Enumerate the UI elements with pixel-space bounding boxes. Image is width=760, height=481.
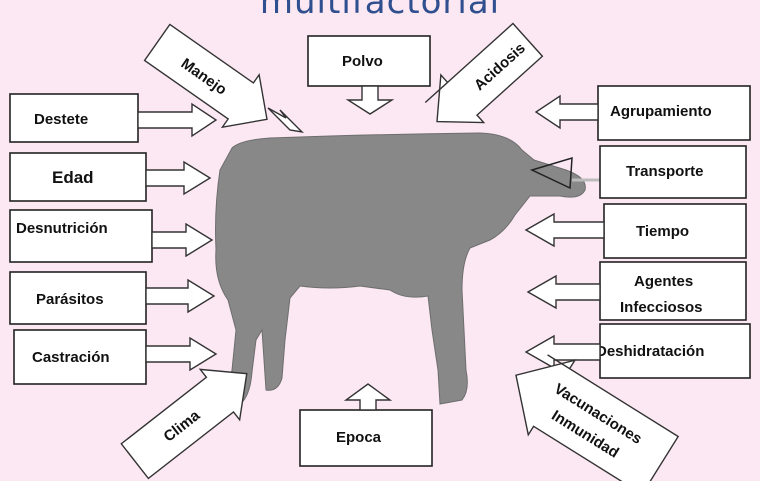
label-agentes-line1: Agentes	[634, 273, 693, 290]
arrow-destete	[138, 104, 216, 136]
label-parasitos: Parásitos	[36, 291, 104, 308]
arrow-agrupamiento	[536, 96, 598, 128]
label-tiempo: Tiempo	[636, 223, 689, 240]
arrow-desnutricion	[152, 224, 212, 256]
label-transporte: Transporte	[626, 163, 704, 180]
arrow-epoca	[346, 384, 390, 410]
label-destete: Destete	[34, 111, 88, 128]
label-deshidratacion: Deshidratación	[596, 343, 704, 360]
label-castracion: Castración	[32, 349, 110, 366]
label-desnutricion: Desnutrición	[16, 220, 108, 237]
arrow-parasitos	[146, 280, 214, 312]
arrow-castracion	[146, 338, 216, 370]
arrow-polvo	[348, 86, 392, 114]
arrow-edad	[146, 162, 210, 194]
arrow-agentes	[528, 276, 600, 308]
cow-silhouette	[216, 133, 586, 406]
label-polvo: Polvo	[342, 53, 383, 70]
label-epoca: Epoca	[336, 429, 382, 446]
factor-acidosis: Acidosis	[416, 16, 549, 145]
arrow-tiempo	[526, 214, 604, 246]
label-agentes-line2: Infecciosos	[620, 299, 703, 316]
arrow-manejo-tip	[268, 108, 302, 132]
label-edad: Edad	[52, 168, 94, 187]
label-agrupamiento: Agrupamiento	[610, 103, 712, 120]
